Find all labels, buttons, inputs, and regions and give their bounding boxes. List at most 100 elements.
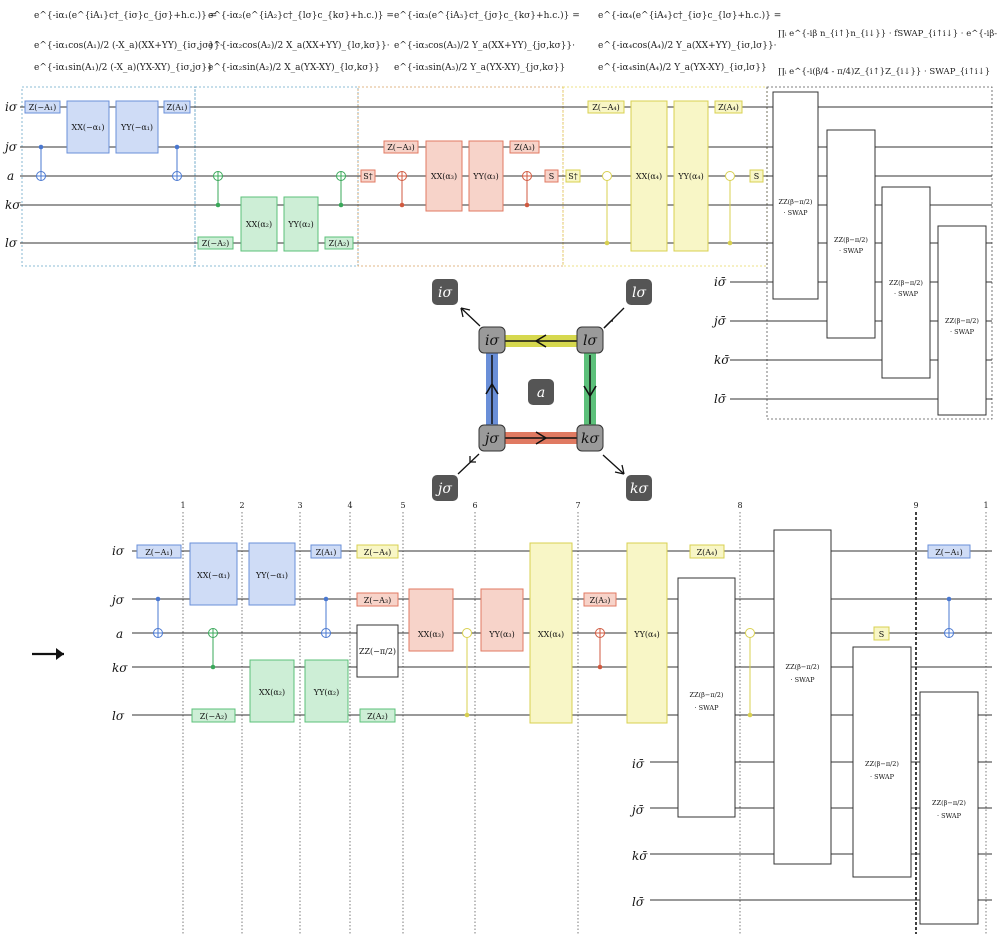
- gate-z-a1: [310, 544, 342, 559]
- column-number: 4: [347, 501, 352, 510]
- gate-label: S†: [363, 172, 372, 181]
- node-label: iσ: [485, 333, 499, 349]
- gate-label: XX(−α₁): [72, 123, 105, 132]
- node-label: kσ: [630, 481, 648, 497]
- node-a: [528, 379, 554, 405]
- gate-label: ZZ(β−π/2): [690, 691, 724, 699]
- gate-label: XX(−α₁): [197, 571, 230, 580]
- bottom-circuit: 1 2 3 4 5 6 7 8 9 1 iσ jσ a kσ lσ iσ̄ jσ…: [109, 501, 992, 934]
- gate-label: ZZ(β−π/2): [889, 279, 923, 287]
- control-dot: [174, 144, 180, 150]
- gate-label: Z(A₁): [167, 103, 188, 112]
- gate-label: Z(−A₃): [364, 596, 392, 605]
- arrow-head-up: [485, 383, 499, 395]
- node-label: jσ: [435, 481, 452, 497]
- gate-label: ZZ(β−π/2): [945, 317, 979, 325]
- eq4-line2: e^{-iα₄cos(A₄)/2 Y_a(XX+YY)_{iσ,lσ}}·: [598, 40, 777, 51]
- leg-arrow-head: [469, 456, 476, 463]
- gate-xx-a4: [630, 100, 668, 252]
- gate-label: Z(A₁): [316, 548, 337, 557]
- gate-z-minus-a1: [927, 544, 971, 559]
- wire-label-a: a: [116, 627, 123, 641]
- gate-z-a3: [583, 592, 617, 607]
- node-label: lσ: [583, 333, 597, 349]
- eq1-line3: e^{-iα₁sin(A₁)/2 (-X_a)(YX-XY)_{iσ,jσ}}: [34, 62, 213, 73]
- gate-zz-swap-k: [919, 691, 979, 925]
- arrow-right-icon: [56, 648, 64, 660]
- node-j-outer: [432, 475, 458, 501]
- gate-label: YY(α₃): [488, 630, 514, 639]
- arrow-head-down: [583, 385, 597, 397]
- gate-z-minus-a2: [191, 708, 236, 723]
- gate-label: S: [549, 172, 554, 181]
- wire-label-k: kσ: [112, 661, 128, 675]
- gate-label: · SWAP: [783, 209, 808, 217]
- column-number: 5: [400, 501, 405, 510]
- gate-label: · SWAP: [894, 290, 919, 298]
- wire-label-i: iσ: [5, 100, 18, 114]
- wire-label-j: jσ: [2, 140, 18, 154]
- leg-arrow: [460, 307, 481, 327]
- node-l: [576, 326, 604, 354]
- eq2-line1: e^{-iα₂(e^{iA₂}c†_{lσ}c_{kσ}+h.c.)} =: [208, 10, 394, 21]
- target-oplus: [602, 171, 612, 181]
- arrow-head-left: [535, 334, 547, 348]
- arrow-head-right: [535, 431, 547, 445]
- target-oplus: [725, 171, 735, 181]
- column-number: 9: [913, 501, 918, 510]
- leg-arrow-head: [614, 464, 625, 475]
- gate-label: · SWAP: [870, 773, 895, 781]
- gate-zz-swap-k: [937, 225, 987, 416]
- gate-label: Z(−A₄): [592, 103, 620, 112]
- gate-zz-swap-a: [881, 186, 931, 379]
- column-number: 3: [297, 501, 302, 510]
- gate-zz-swap-j: [826, 129, 876, 339]
- gate-label: YY(α₄): [677, 172, 703, 181]
- gate-z-a2: [324, 236, 354, 250]
- gate-z-minus-a3: [356, 592, 399, 607]
- column-number: 6: [472, 501, 477, 510]
- control-dot: [338, 202, 344, 208]
- control-dot: [604, 240, 610, 246]
- node-i: [478, 326, 506, 354]
- gate-label: · SWAP: [950, 328, 975, 336]
- gate-label: ZZ(β−π/2): [779, 198, 813, 206]
- gate-z-minus-a4: [587, 100, 625, 114]
- gate-z-minus-a4: [356, 544, 399, 559]
- wire-label-ib: iσ̄: [632, 757, 645, 771]
- control-dot: [210, 664, 216, 670]
- gate-label: XX(α₄): [538, 630, 564, 639]
- node-label: a: [537, 385, 545, 401]
- node-i-outer: [432, 279, 458, 305]
- top-circuit: iσ jσ a kσ lσ iσ̄ jσ̄ kσ̄ lσ̄ Z(−A₁) XX(…: [2, 86, 993, 420]
- node-label: iσ: [438, 285, 452, 301]
- control-dot: [38, 144, 44, 150]
- gate-label: Z(A₃): [514, 143, 535, 152]
- eq1-line1: e^{-iα₁(e^{iA₁}c†_{iσ}c_{jσ}+h.c.)} =: [34, 10, 217, 21]
- column-separators: [182, 512, 987, 934]
- gate-z-minus-a1: [24, 100, 61, 114]
- gate-xx-a2: [240, 196, 278, 252]
- eq4-line3: e^{-iα₄sin(A₄)/2 Y_a(YX-XY)_{iσ,lσ}}: [598, 62, 767, 73]
- gate-yy-a1: [248, 542, 296, 606]
- wire-label-k: kσ: [5, 198, 21, 212]
- control-dot: [464, 712, 470, 718]
- top-section-1: Z(−A₁) XX(−α₁) YY(−α₁) Z(A₁): [24, 100, 191, 181]
- gate-label: Z(−A₁): [935, 548, 963, 557]
- gate-label: Z(−A₃): [387, 143, 415, 152]
- gate-z-minus-a1: [136, 544, 182, 559]
- gate-yy-a2: [304, 659, 349, 723]
- node-label: jσ: [482, 431, 499, 447]
- eq5-line2: ∏ᵢ e^{-i(β/4 - π/4)Z_{i↑}Z_{i↓}} · SWAP_…: [778, 66, 990, 77]
- gate-label: Z(A₄): [697, 548, 718, 557]
- gate-label: · SWAP: [937, 812, 962, 820]
- gate-label: XX(α₃): [431, 172, 457, 181]
- node-label: kσ: [581, 431, 599, 447]
- gate-z-minus-a2: [197, 236, 234, 250]
- control-dot: [727, 240, 733, 246]
- gate-label: Z(A₂): [367, 712, 388, 721]
- gate-xx-a3: [425, 140, 463, 212]
- leg-arrow: [457, 453, 480, 475]
- leg-arrow-head: [460, 307, 471, 318]
- gate-label: YY(α₂): [313, 688, 339, 697]
